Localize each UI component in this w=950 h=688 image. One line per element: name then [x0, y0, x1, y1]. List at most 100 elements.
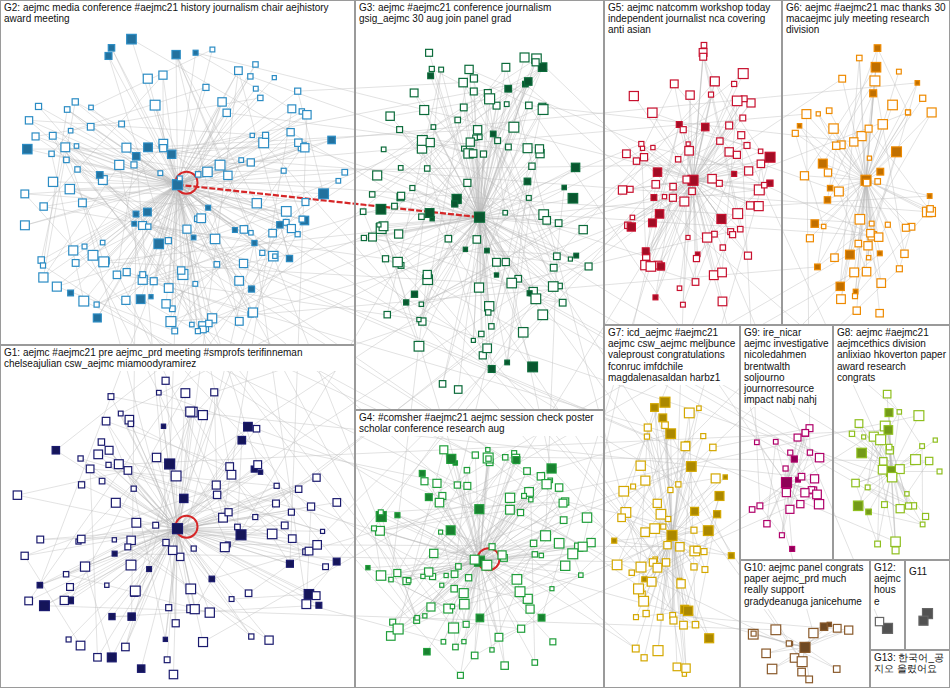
vertex-marker: [273, 500, 280, 507]
vertex-marker: [403, 577, 410, 584]
vertex-marker: [410, 186, 415, 191]
vertex-marker: [190, 605, 199, 614]
edge-line: [653, 148, 749, 171]
edge-line: [178, 115, 307, 185]
vertex-marker: [740, 115, 746, 121]
edge-line: [53, 136, 241, 535]
vertex-marker: [122, 643, 129, 650]
vertex-marker: [532, 552, 537, 557]
vertex-marker: [215, 160, 225, 170]
edge-line: [842, 79, 866, 181]
edge-line: [480, 217, 554, 268]
edge-line: [866, 113, 908, 181]
vertex-marker: [152, 453, 160, 461]
vertex-marker: [64, 107, 70, 113]
vertex-marker: [927, 206, 933, 212]
vertex-marker: [287, 225, 295, 233]
edge-line: [512, 283, 552, 468]
vertex-marker: [646, 262, 656, 272]
edge-line: [457, 149, 539, 485]
vertex-marker: [662, 195, 666, 199]
edge-line: [178, 529, 309, 595]
vertex-marker: [21, 552, 28, 559]
vertex-marker: [712, 231, 718, 237]
edge-line: [641, 144, 693, 180]
vertex-marker: [560, 517, 567, 524]
vertex-marker: [122, 296, 130, 304]
vertex-marker: [464, 482, 471, 489]
edge-line: [91, 107, 177, 184]
vertex-marker: [483, 344, 492, 353]
edge-line: [480, 458, 516, 561]
edge-line: [277, 486, 446, 576]
edge-line: [228, 544, 680, 546]
edge-line: [641, 466, 672, 536]
edge-line: [167, 529, 177, 660]
edge-line: [480, 217, 536, 299]
vertex-marker: [905, 110, 910, 115]
edge-line: [380, 531, 454, 628]
vertex-marker: [885, 222, 890, 227]
edge-line: [77, 169, 208, 323]
edge-line: [858, 430, 888, 506]
vertex-marker: [239, 158, 244, 163]
vertex-marker: [178, 267, 185, 274]
vertex-marker: [538, 310, 548, 320]
edge-line: [508, 147, 559, 286]
vertex-marker: [112, 551, 117, 556]
vertex-marker: [316, 602, 322, 608]
vertex-marker: [425, 209, 434, 218]
vertex-marker: [716, 180, 722, 186]
vertex-marker: [439, 530, 443, 534]
edge-line: [390, 116, 479, 217]
vertex-marker: [128, 613, 135, 620]
vertex-marker: [132, 221, 137, 226]
edge-line: [673, 615, 849, 630]
vertex-marker: [273, 254, 277, 258]
vertex-marker: [445, 235, 451, 241]
edge-line: [253, 220, 304, 312]
vertex-marker: [168, 150, 176, 158]
vertex-marker: [700, 53, 707, 60]
edge-line: [617, 434, 671, 565]
vertex-marker: [669, 194, 676, 201]
edge-line: [679, 124, 737, 213]
vertex-marker: [568, 193, 578, 203]
edge-line: [646, 124, 680, 251]
vertex-marker: [212, 481, 220, 489]
vertex-marker: [439, 67, 444, 72]
vertex-marker: [287, 129, 294, 136]
vertex-marker: [915, 81, 919, 85]
edge-line: [475, 107, 542, 138]
edge-line: [71, 87, 206, 130]
edge-line: [646, 180, 693, 256]
edge-line: [393, 484, 547, 622]
vertex-marker: [122, 143, 131, 152]
edge-line: [168, 185, 177, 241]
vertex-marker: [863, 179, 870, 186]
edge-line: [480, 149, 540, 217]
edge-line: [381, 512, 480, 561]
edge-line: [111, 397, 178, 529]
edge-line: [679, 74, 743, 125]
vertex-marker: [190, 322, 195, 327]
vertex-marker: [421, 574, 425, 578]
edge-line: [541, 476, 564, 520]
edge-line: [81, 458, 178, 528]
vertex-marker: [249, 231, 253, 235]
edge-line: [655, 101, 737, 298]
vertex-marker: [738, 132, 745, 139]
vertex-marker: [892, 147, 902, 157]
vertex-marker: [373, 171, 382, 180]
vertex-marker: [177, 553, 184, 560]
edge-line: [824, 180, 866, 226]
vertex-marker: [281, 168, 286, 173]
edge-line: [441, 532, 530, 609]
vertex-marker: [94, 654, 102, 662]
vertex-marker: [76, 641, 85, 650]
edge-line: [432, 69, 490, 99]
vertex-marker: [450, 604, 454, 608]
edge-line: [25, 174, 198, 225]
edge-line: [645, 180, 693, 265]
